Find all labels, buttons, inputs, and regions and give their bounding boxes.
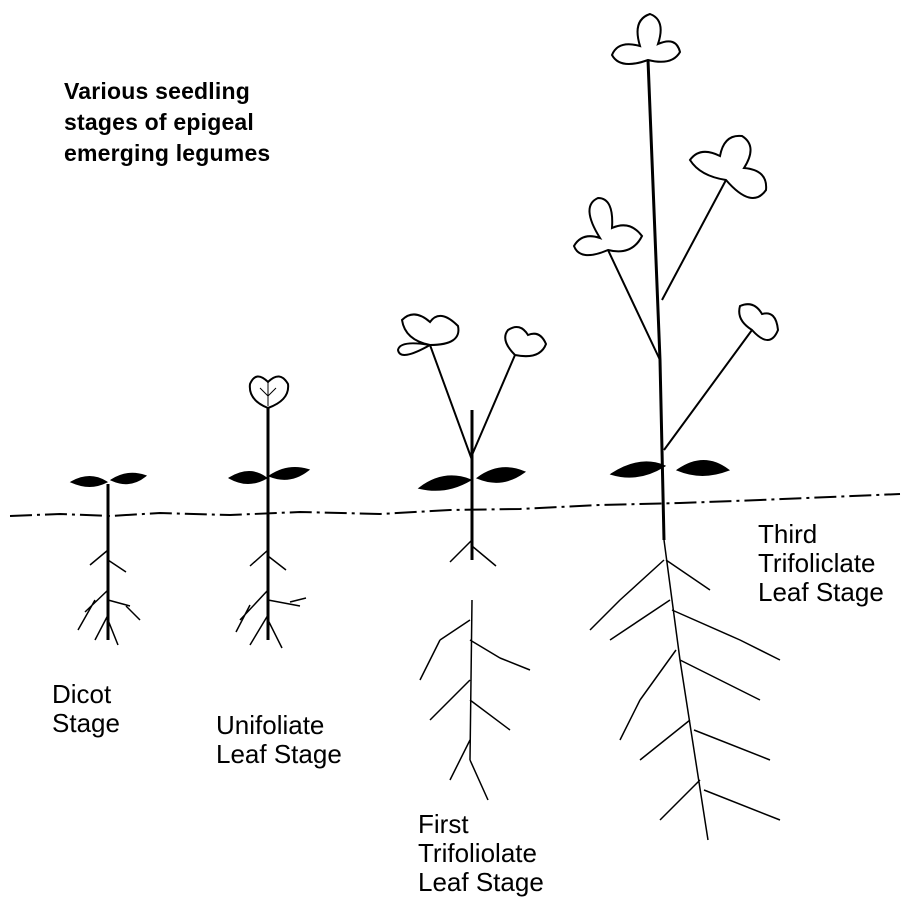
cotyledon-left bbox=[612, 462, 664, 476]
stage-label-first-trifoliolate: First Trifoliolate Leaf Stage bbox=[418, 810, 544, 897]
stage-label-line: Stage bbox=[52, 709, 120, 738]
title-line-3: emerging legumes bbox=[64, 138, 270, 169]
top-trifoliate-leaf bbox=[612, 14, 680, 64]
stage-label-line: Third bbox=[758, 520, 884, 549]
cotyledon-left bbox=[420, 476, 470, 489]
cotyledon-right bbox=[270, 468, 308, 479]
trifoliate-leaf bbox=[398, 314, 458, 355]
plant-dicot bbox=[72, 474, 145, 645]
upper-trifoliate-leaf bbox=[690, 136, 766, 198]
stage-label-line: First bbox=[418, 810, 544, 839]
diagram-title: Various seedling stages of epigeal emerg… bbox=[64, 76, 270, 169]
stage-label-unifoliate: Unifoliate Leaf Stage bbox=[216, 711, 342, 769]
cotyledon-left bbox=[230, 472, 266, 483]
roots bbox=[420, 540, 530, 800]
title-line-2: stages of epigeal bbox=[64, 107, 270, 138]
stage-label-dicot: Dicot Stage bbox=[52, 680, 120, 738]
stage-label-third-trifoliolate: Third Trifoliclate Leaf Stage bbox=[758, 520, 884, 607]
stage-label-line: Leaf Stage bbox=[758, 578, 884, 607]
plant-first-trifoliolate bbox=[398, 314, 546, 800]
roots bbox=[236, 550, 306, 648]
unifoliate-leaf bbox=[505, 327, 546, 356]
unifoliate-leaf bbox=[250, 376, 288, 408]
lower-unifoliate-leaf bbox=[739, 304, 778, 340]
soil-line bbox=[10, 494, 900, 516]
cotyledon-left bbox=[72, 477, 106, 486]
stage-label-line: Dicot bbox=[52, 680, 120, 709]
middle-trifoliate-leaf bbox=[574, 198, 642, 255]
stage-label-line: Unifoliate bbox=[216, 711, 342, 740]
title-line-1: Various seedling bbox=[64, 76, 270, 107]
plant-third-trifoliolate bbox=[574, 14, 780, 840]
stage-label-line: Trifoliclate bbox=[758, 549, 884, 578]
roots bbox=[590, 540, 780, 840]
stage-label-line: Leaf Stage bbox=[216, 740, 342, 769]
stage-label-line: Leaf Stage bbox=[418, 868, 544, 897]
cotyledon-right bbox=[678, 461, 728, 475]
cotyledon-right bbox=[478, 468, 524, 482]
cotyledon-right bbox=[112, 474, 145, 483]
stage-label-line: Trifoliolate bbox=[418, 839, 544, 868]
